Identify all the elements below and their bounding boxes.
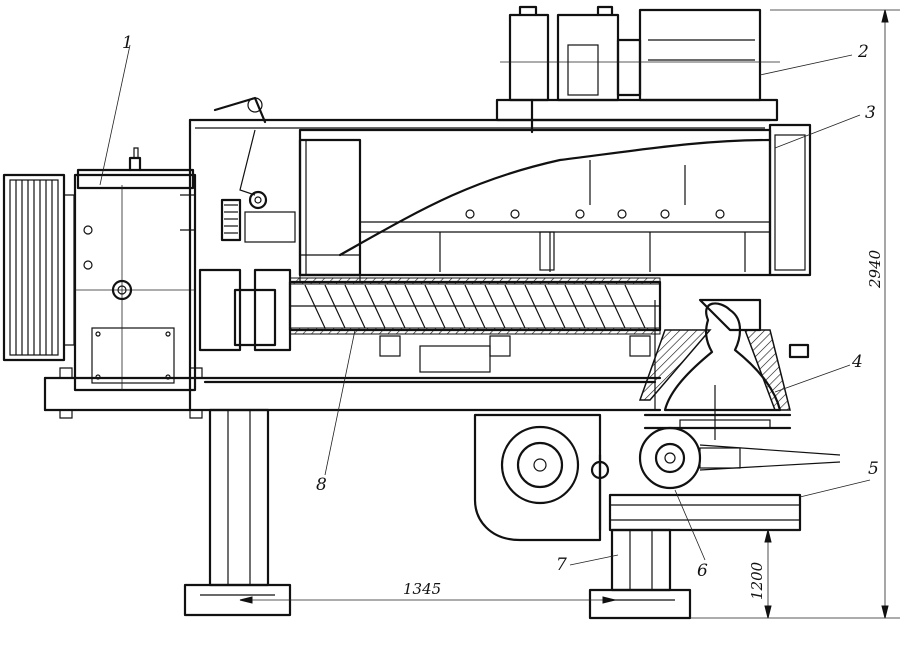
callout-3: 3 [865, 103, 876, 123]
gearbox-housing [73, 147, 197, 392]
fan-grille [2, 173, 75, 362]
gear-drive [213, 96, 296, 243]
drive-unit [495, 5, 780, 134]
dimension-base-height: 1200 [748, 561, 766, 600]
callout-8: 8 [316, 475, 327, 495]
callout-4: 4 [851, 352, 863, 372]
callout-7: 7 [556, 555, 567, 575]
callout-2: 2 [857, 42, 869, 62]
extruder-head [638, 298, 810, 440]
mixing-chamber [298, 123, 812, 277]
screw-conveyor [198, 254, 662, 373]
blower-unit [473, 413, 841, 542]
callout-1: 1 [122, 33, 133, 53]
dimension-length: 1345 [403, 580, 441, 598]
support-legs [59, 367, 692, 620]
dimension-total-height: 2940 [866, 249, 884, 289]
leader-lines [99, 44, 871, 566]
callout-5: 5 [868, 459, 879, 479]
callout-6: 6 [697, 561, 708, 581]
dimension-lines [239, 9, 900, 619]
